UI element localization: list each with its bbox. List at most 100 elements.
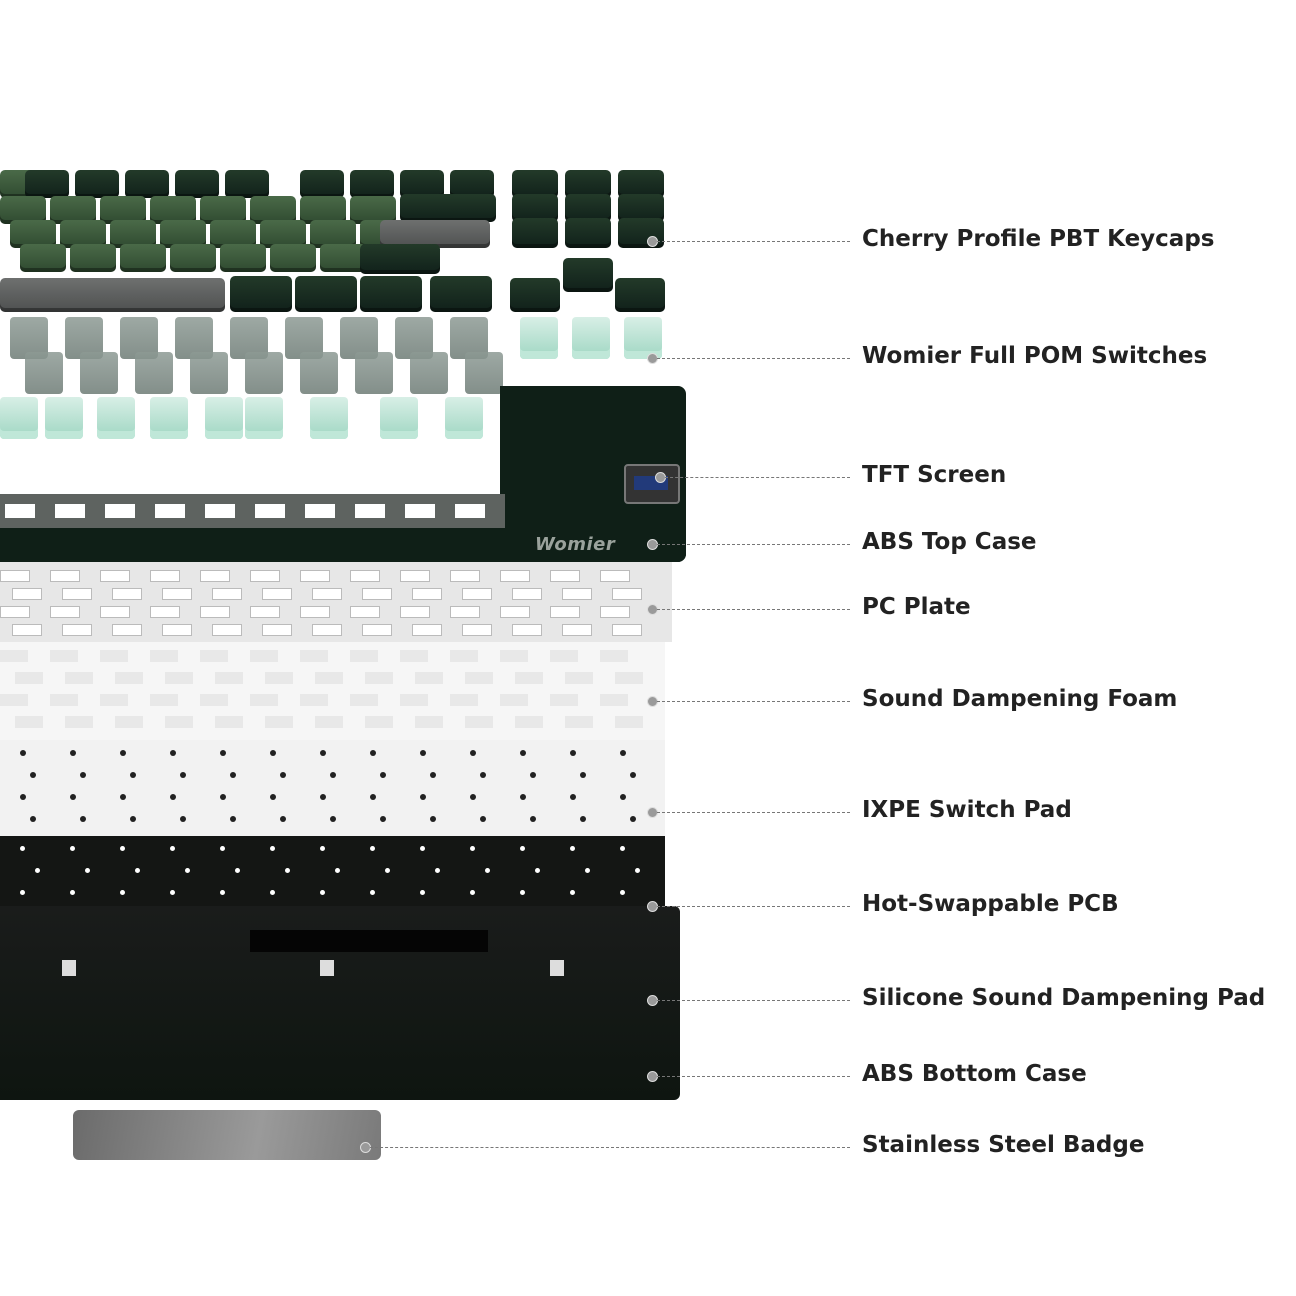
switch [97,397,135,439]
keycap [310,220,356,248]
ixpe-hole [430,816,436,822]
keycap [510,278,560,312]
pcb-hole [20,890,25,895]
ixpe-hole [20,750,26,756]
ixpe-hole [570,750,576,756]
pcb-hole [385,868,390,873]
ixpe-hole [180,772,186,778]
steel-badge [73,1110,381,1160]
ixpe-hole [180,816,186,822]
ixpe-hole [370,750,376,756]
keycap [300,170,344,198]
plate-hole [312,588,342,600]
foam-cutout [515,672,543,684]
foam-cutout [150,650,178,662]
switch [0,397,38,439]
keycap [320,244,366,272]
foam-cutout [550,650,578,662]
foam-cutout [200,694,228,706]
plate-hole [462,588,492,600]
plate-hole [550,606,580,618]
plate-hole [162,588,192,600]
ixpe-hole [80,772,86,778]
plate-hole [0,570,30,582]
plate-hole [5,504,35,518]
keycap [70,244,116,272]
pcb-hole [120,846,125,851]
top-case-layer: Womier [0,386,686,562]
ixpe-hole [420,750,426,756]
keycap [170,244,216,272]
plate-hole [350,570,380,582]
callout-line [657,358,850,359]
foam-cutout [250,650,278,662]
plate-hole [55,504,85,518]
ixpe-hole [70,750,76,756]
foam-cutout [215,672,243,684]
keycap [175,170,219,198]
tft-screen [624,464,680,504]
ixpe-hole [430,772,436,778]
keycap [160,220,206,248]
plate-hole [562,588,592,600]
plate-hole [0,606,30,618]
callout-label: Stainless Steel Badge [862,1132,1145,1158]
keycap [125,170,169,198]
ixpe-hole [220,750,226,756]
callout-line [657,609,850,610]
foam-cutout [165,672,193,684]
ixpe-hole [320,794,326,800]
ixpe-hole [520,794,526,800]
foam-cutout [315,672,343,684]
pcb-hole [20,846,25,851]
ixpe-hole [530,816,536,822]
foam-cutout [200,650,228,662]
foam-cutout [465,716,493,728]
foam-cutout [500,650,528,662]
keycap [565,194,611,222]
ixpe-hole [570,794,576,800]
ixpe-hole [320,750,326,756]
keycap [380,220,490,248]
pcb-hole [585,868,590,873]
pcb-hole [570,890,575,895]
pcb-hole [35,868,40,873]
foam-cutout [115,716,143,728]
foam-cutout [415,672,443,684]
keycap [360,276,422,312]
keycap [350,170,394,198]
keycap [565,218,611,248]
pcb-hole [270,846,275,851]
pcb-hole [185,868,190,873]
foam-cutout [400,694,428,706]
foam-cutout [300,650,328,662]
foam-cutout [265,672,293,684]
foam-cutout [300,694,328,706]
keycap [120,244,166,272]
ixpe-hole [20,794,26,800]
top-case-front [0,528,686,562]
foam-cutout [500,694,528,706]
keycap [270,244,316,272]
keycap [260,220,306,248]
keycap [75,170,119,198]
pcb-hole [285,868,290,873]
ixpe-hole [30,772,36,778]
ixpe-hole [380,772,386,778]
plate-hole [600,606,630,618]
plate-hole [400,606,430,618]
pcb-hole [620,890,625,895]
ixpe-hole [230,816,236,822]
switch [300,352,338,394]
keycap [230,276,292,312]
keycap [150,196,196,224]
plate-hole [350,606,380,618]
plate-hole [612,588,642,600]
callout-label: Silicone Sound Dampening Pad [862,985,1266,1011]
keycap [300,196,346,224]
foam-cutout [100,694,128,706]
plate-hole [200,606,230,618]
foam-cutout [50,650,78,662]
foam-cutout [450,650,478,662]
keycap [250,196,296,224]
